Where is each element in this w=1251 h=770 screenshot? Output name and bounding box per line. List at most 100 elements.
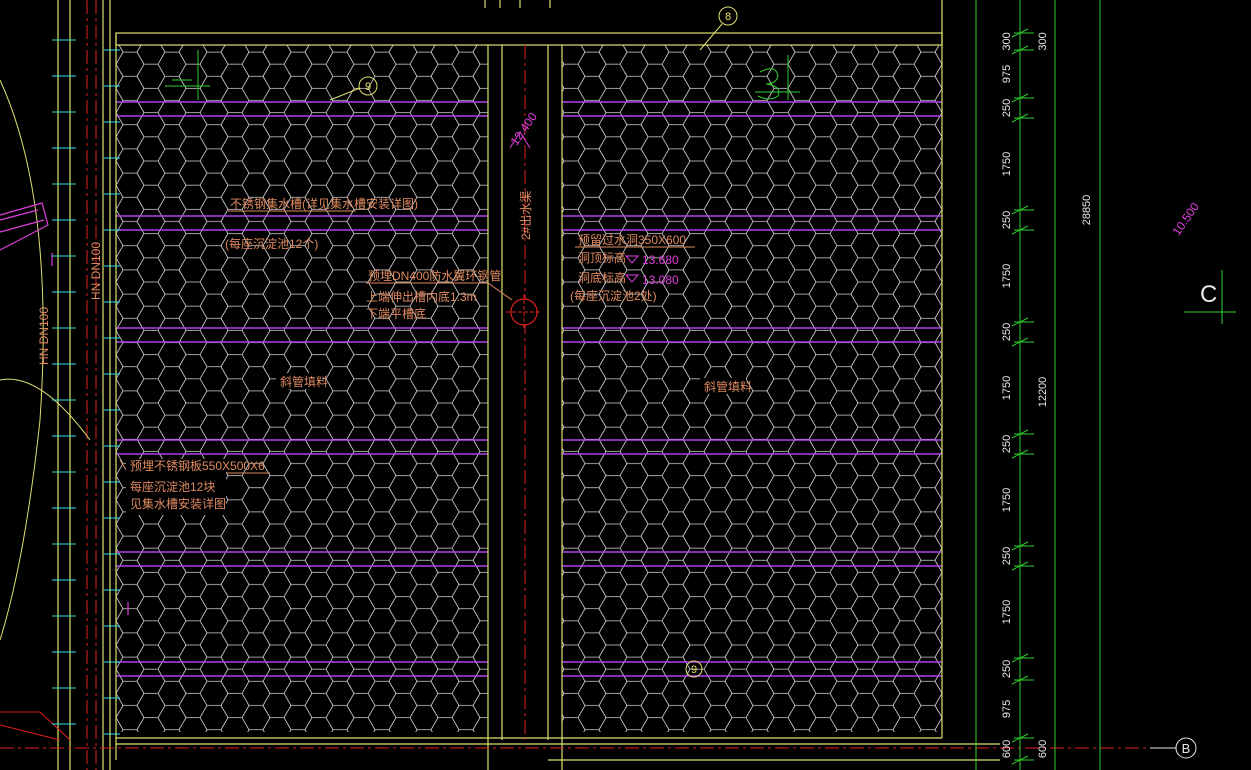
dim-label-2: 250 xyxy=(1001,99,1013,117)
dim-label-group-0: 300 xyxy=(1001,32,1013,50)
overall-dim-inner-text: 12200 xyxy=(1037,377,1049,408)
elevation-right: 10.500 xyxy=(1170,200,1203,238)
overall-dim-outer-text: 28850 xyxy=(1081,195,1093,226)
curve-left-a xyxy=(0,79,44,641)
dimension-lines xyxy=(975,0,1101,770)
section-c-label: C xyxy=(1200,281,1217,308)
pipe-dn400 xyxy=(506,294,542,330)
elevation-left-arrow xyxy=(509,131,531,149)
dim-b-group-0: 300 xyxy=(1037,32,1049,50)
grid-top-circle xyxy=(718,6,738,26)
dim-label-10: 250 xyxy=(1001,547,1013,565)
note-plate-line1: 预埋不锈钢板550X500X6 xyxy=(130,459,265,473)
fill-label-right-bg xyxy=(700,378,746,394)
grid-top-label: 8 xyxy=(725,11,731,23)
dim-label-group-5: 1750 xyxy=(1001,264,1013,288)
dim-label-group-9: 1750 xyxy=(1001,488,1013,512)
grid-b-circle xyxy=(1175,737,1197,759)
dim-label-5: 1750 xyxy=(1001,264,1013,288)
dim-b-label-1: 600 xyxy=(1037,740,1049,758)
dim-label-group-2: 250 xyxy=(1001,99,1013,117)
elevation-right-label: 10.500 xyxy=(1170,200,1203,238)
leader-pipe-2 xyxy=(487,282,513,301)
dim-label-group-6: 250 xyxy=(1001,323,1013,341)
outer-wall-top xyxy=(115,32,943,46)
overall-dim-outer: 28850 xyxy=(1081,195,1093,226)
dim-label-7: 1750 xyxy=(1001,376,1013,400)
dim-label-8: 250 xyxy=(1001,435,1013,453)
dim-label-group-11: 1750 xyxy=(1001,600,1013,624)
left-curves xyxy=(0,79,91,641)
dim-label-0: 300 xyxy=(1001,32,1013,50)
note-trough-line2: (每座沉淀池12个) xyxy=(225,236,318,251)
note-hole-line2: 洞顶标高 xyxy=(578,250,626,265)
dim-label-group-10: 250 xyxy=(1001,547,1013,565)
dimension-texts: 300 975 250 1750 250 1750 250 1750 250 1750 250 175… xyxy=(1001,32,1049,758)
mark-9-top-circle xyxy=(358,76,378,96)
walls xyxy=(57,0,1000,770)
grid-top-leader xyxy=(699,23,723,51)
mark-9-top: 9 xyxy=(329,76,378,101)
elev-hole-top-mark xyxy=(624,255,640,264)
mark-9-bottom: 9 xyxy=(685,660,703,678)
curve-left-b xyxy=(0,378,91,441)
dim-label-group-7: 1750 xyxy=(1001,376,1013,400)
section-mark-c xyxy=(1184,270,1236,324)
section-right-3 xyxy=(757,68,780,100)
note-pipe-line2: 上端伸出槽内底1.3m xyxy=(366,289,477,304)
dim-label-group-4: 250 xyxy=(1001,211,1013,229)
dim-label-3: 1750 xyxy=(1001,152,1013,176)
red-lines xyxy=(0,711,71,741)
elevation-left-label: 12.400 xyxy=(508,110,541,148)
dim-label-4: 250 xyxy=(1001,211,1013,229)
fill-label-left-bg xyxy=(276,373,322,389)
axis-lines xyxy=(0,0,1172,770)
section-mark-top-right xyxy=(755,55,800,100)
magenta-sketch xyxy=(0,202,129,615)
section-mark-top-left xyxy=(165,50,210,100)
fill-zone-right xyxy=(562,45,942,732)
pipe-label-left: HN DN100 xyxy=(37,307,51,365)
note-pipe-line3: 下端平槽底 xyxy=(366,306,426,321)
dim-b-label-0: 300 xyxy=(1037,32,1049,50)
dim-label-1: 975 xyxy=(1001,65,1013,83)
dimension-ticks xyxy=(1011,28,1034,765)
sketch-shape xyxy=(0,202,49,251)
dim-label-11: 1750 xyxy=(1001,600,1013,624)
dim-label-group-12: 250 xyxy=(1001,660,1013,678)
fill-label-left: 斜管填料 xyxy=(280,374,328,389)
overall-dim-inner: 12200 xyxy=(1037,377,1049,408)
elev-hole-top: 13.680 xyxy=(642,253,679,267)
support-beams xyxy=(116,101,942,677)
note-hole-line3: 洞底标高 xyxy=(578,270,626,285)
red-line-b xyxy=(0,724,61,741)
dim-label-13: 975 xyxy=(1001,700,1013,718)
fill-label-right: 斜管填料 xyxy=(704,379,752,394)
mark-9-top-label: 9 xyxy=(365,81,371,93)
dim-b-group-1: 600 xyxy=(1037,740,1049,758)
note-pipe-line1: 预埋DN400防水翼环钢管 xyxy=(368,268,501,283)
note-plate-bg xyxy=(126,459,226,515)
pipe-label-right: HN DN100 xyxy=(89,242,103,300)
note-plate-line3: 见集水槽安装详图 xyxy=(130,496,226,511)
mark-9-top-leader xyxy=(329,87,361,101)
note-trough-line1: 不锈钢集水槽(详见集水槽安装详图) xyxy=(230,196,418,211)
pipe-label-left-text: HN DN100 xyxy=(37,307,51,365)
pipe-ticks xyxy=(52,39,120,735)
leader-lines xyxy=(119,210,695,474)
elevation-left: 12.400 xyxy=(508,110,541,148)
mark-9-bottom-label: 9 xyxy=(691,664,697,676)
pipe-label-right-text: HN DN100 xyxy=(89,242,103,300)
fill-zones xyxy=(116,45,942,732)
dim-label-9: 1750 xyxy=(1001,488,1013,512)
channel-label: 2#出水渠 xyxy=(519,191,533,240)
grid-bubble-b: B xyxy=(1150,737,1197,759)
elev-hole-bottom-mark xyxy=(624,274,640,283)
note-hole-line4: (每座沉淀池2处) xyxy=(570,288,657,303)
mark-9-bottom-circle xyxy=(685,660,703,678)
dim-label-6: 250 xyxy=(1001,323,1013,341)
dim-label-group-13: 975 xyxy=(1001,700,1013,718)
dim-label-group-14: 600 xyxy=(1001,740,1013,758)
grid-bubble-top: 8 xyxy=(699,6,738,51)
